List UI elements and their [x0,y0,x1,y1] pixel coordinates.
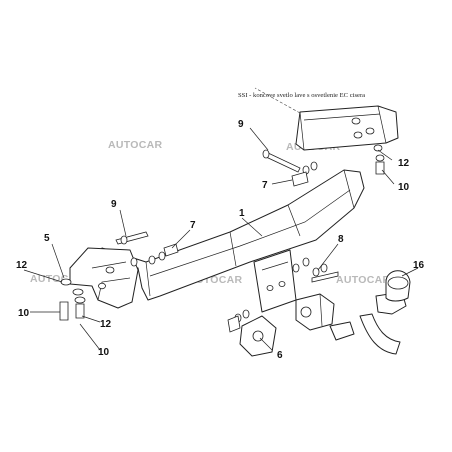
callout-12-left: 12 [16,260,28,271]
electrical-socket [295,293,355,341]
top-note: SSI - koncove svetlo lave s osvetlenie E… [238,92,365,99]
callout-6: 6 [277,350,283,361]
callout-10-left: 10 [18,308,30,319]
leader-lines [23,127,419,351]
socket-plate [239,315,277,357]
watermark-right: AUTOCAR [336,274,391,286]
callout-10-right: 10 [398,182,410,193]
watermark-top: AUTOCAR [108,139,163,151]
callout-16: 16 [413,260,425,271]
hardware-set [59,131,385,333]
callout-9-left: 9 [111,199,117,210]
callout-12-bottom: 12 [100,319,112,330]
callout-1: 1 [239,208,245,219]
callout-labels: 1 5 6 7 7 8 9 9 10 10 10 12 12 12 16 [16,119,425,361]
callout-7-top: 7 [262,180,268,191]
callout-12-right: 12 [398,158,410,169]
callout-10-bottom: 10 [98,347,110,358]
callout-8: 8 [338,234,344,245]
tow-ball-mount-plate [253,249,297,313]
main-crossbar [99,169,365,301]
tow-ball-neck [359,270,411,355]
right-mounting-bracket [254,87,399,151]
callout-5: 5 [44,233,50,244]
callout-9-top: 9 [238,119,244,130]
callout-7-left: 7 [190,220,196,231]
